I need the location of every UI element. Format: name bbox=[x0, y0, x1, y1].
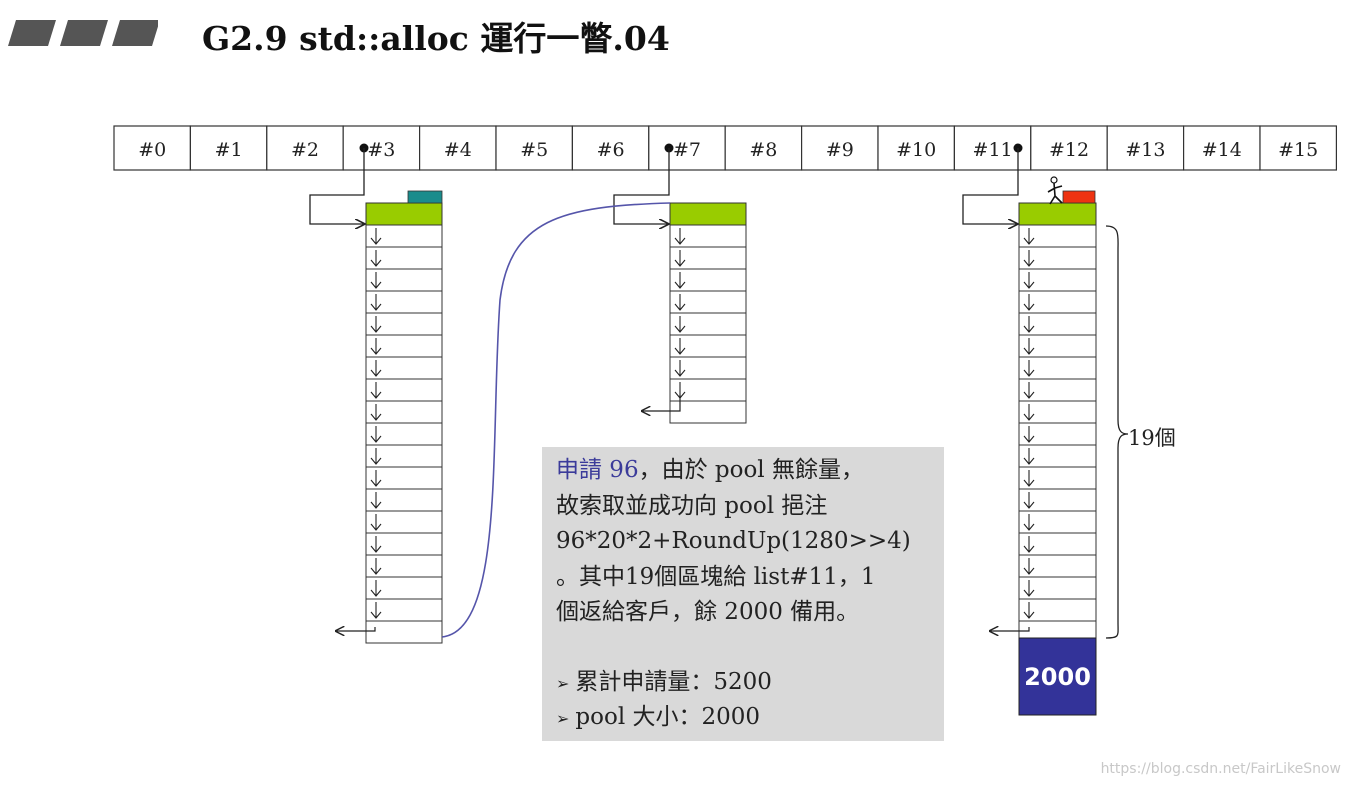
info-box: 申請 96，由於 pool 無餘量， 故索取並成功向 pool 挹注 96*20… bbox=[542, 447, 944, 741]
chunk-block bbox=[1019, 533, 1096, 555]
free-list-cell-label: #14 bbox=[1202, 139, 1242, 161]
chunk-block bbox=[366, 335, 442, 357]
free-list-cell-label: #11 bbox=[973, 139, 1013, 161]
free-list-cell-label: #2 bbox=[291, 139, 319, 161]
chunk-block bbox=[1019, 357, 1096, 379]
chunk-block bbox=[1019, 577, 1096, 599]
chunk-block bbox=[1019, 489, 1096, 511]
chunk-block bbox=[366, 555, 442, 577]
brace-count-label: 19個 bbox=[1128, 422, 1176, 452]
chunk-head bbox=[1019, 203, 1096, 225]
info-text: 96*20*2+RoundUp(1280>>4) bbox=[556, 528, 911, 554]
info-text: 。其中19個區塊給 list#11，1 bbox=[556, 564, 876, 590]
chunk-tab bbox=[1063, 191, 1095, 203]
chunk-block bbox=[366, 577, 442, 599]
chunk-block bbox=[1019, 555, 1096, 577]
chunk-block bbox=[366, 423, 442, 445]
chunk-block bbox=[366, 401, 442, 423]
chunk-block bbox=[366, 621, 442, 643]
free-list-cell-label: #8 bbox=[749, 139, 777, 161]
info-line-3: 96*20*2+RoundUp(1280>>4) bbox=[556, 530, 911, 553]
info-line-5: 個返給客戶，餘 2000 備用。 bbox=[556, 601, 859, 624]
bullet-text: pool 大小：2000 bbox=[575, 704, 760, 730]
chunk-block bbox=[1019, 599, 1096, 621]
info-line-2: 故索取並成功向 pool 挹注 bbox=[556, 495, 827, 518]
chunk-block bbox=[670, 401, 746, 423]
chunk-block bbox=[366, 291, 442, 313]
chunk-block bbox=[1019, 335, 1096, 357]
free-list-cell-label: #13 bbox=[1125, 139, 1165, 161]
watermark: https://blog.csdn.net/FairLikeSnow bbox=[1101, 761, 1341, 777]
chunk-block bbox=[366, 467, 442, 489]
bullet-text: 累計申請量：5200 bbox=[575, 669, 772, 695]
info-line-4: 。其中19個區塊給 list#11，1 bbox=[556, 566, 876, 589]
chunk-block bbox=[366, 357, 442, 379]
chunk-block bbox=[366, 445, 442, 467]
chunk-block bbox=[670, 225, 746, 247]
free-list-cell-label: #6 bbox=[597, 139, 625, 161]
free-list-cell-label: #7 bbox=[673, 139, 701, 161]
chunk-block bbox=[1019, 313, 1096, 335]
chunk-head bbox=[366, 203, 442, 225]
brace-19-blocks bbox=[1106, 226, 1128, 638]
chunk-block bbox=[1019, 423, 1096, 445]
chunk-block bbox=[366, 313, 442, 335]
chunk-block bbox=[670, 269, 746, 291]
chunk-block bbox=[1019, 269, 1096, 291]
info-line-1: 申請 96，由於 pool 無餘量， bbox=[556, 459, 864, 482]
chunk-block bbox=[1019, 511, 1096, 533]
chunk-block bbox=[366, 269, 442, 291]
free-list-cell-label: #0 bbox=[138, 139, 166, 161]
chunk-block bbox=[670, 247, 746, 269]
free-list-cell-label: #3 bbox=[367, 139, 395, 161]
free-list-cell-label: #9 bbox=[826, 139, 854, 161]
bullet-arrow-icon: ➢ bbox=[556, 709, 569, 728]
chunk-block bbox=[366, 489, 442, 511]
chunk-block bbox=[670, 313, 746, 335]
chunk-block bbox=[366, 511, 442, 533]
free-list-cell-label: #1 bbox=[215, 139, 243, 161]
pool-size-label: 2000 bbox=[1019, 638, 1096, 715]
free-list-array: #0 #1 #2 #3 #4 #5 #6 #7 #8 #9 #10 #11 #12 #13 #14 #15 bbox=[114, 126, 1336, 170]
free-list-cell-label: #4 bbox=[444, 139, 472, 161]
chunk-block bbox=[366, 533, 442, 555]
bullet-pool-size: ➢ pool 大小：2000 bbox=[556, 706, 760, 729]
chunk-block bbox=[1019, 291, 1096, 313]
info-highlight: 申請 96 bbox=[556, 457, 639, 483]
info-text: 個返給客戶，餘 2000 備用。 bbox=[556, 599, 859, 625]
chunk-block bbox=[670, 335, 746, 357]
bullet-total-requested: ➢ 累計申請量：5200 bbox=[556, 671, 772, 694]
person-figure-icon bbox=[1048, 177, 1062, 204]
chunk-block bbox=[1019, 379, 1096, 401]
chunk-block bbox=[366, 379, 442, 401]
info-text: 故索取並成功向 pool 挹注 bbox=[556, 493, 827, 519]
free-list-cell-label: #5 bbox=[520, 139, 548, 161]
free-list-cell-label: #15 bbox=[1278, 139, 1318, 161]
info-text: ，由於 pool 無餘量， bbox=[639, 457, 864, 483]
chunk-block bbox=[1019, 445, 1096, 467]
free-list-cell-label: #10 bbox=[896, 139, 936, 161]
chunk-block bbox=[366, 247, 442, 269]
chunk-block bbox=[1019, 467, 1096, 489]
chunk-block bbox=[1019, 225, 1096, 247]
chunk-block bbox=[670, 357, 746, 379]
chunk-block bbox=[1019, 401, 1096, 423]
chunk-tab bbox=[408, 191, 442, 203]
bullet-arrow-icon: ➢ bbox=[556, 674, 569, 693]
chunk-block bbox=[670, 379, 746, 401]
chunk-head bbox=[670, 203, 746, 225]
chunk-block bbox=[1019, 247, 1096, 269]
free-list-cell-label: #12 bbox=[1049, 139, 1089, 161]
chunk-block bbox=[670, 291, 746, 313]
chunk-block bbox=[366, 225, 442, 247]
chunk-block bbox=[366, 599, 442, 621]
